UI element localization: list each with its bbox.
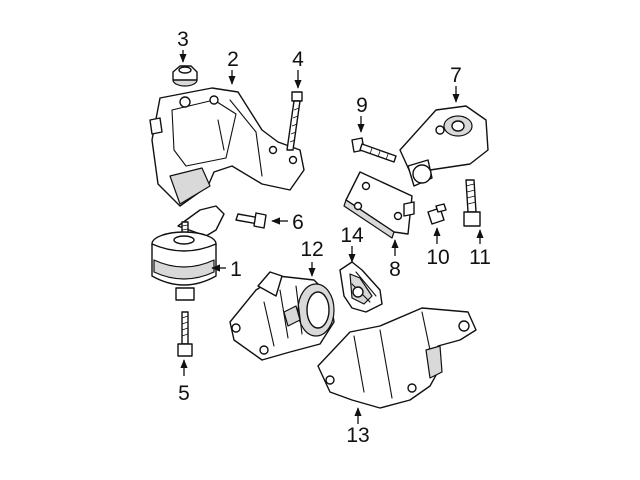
- callout-7: 7: [450, 64, 462, 87]
- part-8-plate[interactable]: [343, 171, 415, 239]
- part-10-bolt[interactable]: [427, 203, 447, 225]
- part-12-mount[interactable]: [229, 271, 335, 361]
- part-2-bracket[interactable]: [149, 87, 305, 207]
- callout-6: 6: [292, 211, 304, 234]
- callout-4: 4: [292, 48, 304, 71]
- part-5-bolt[interactable]: [177, 311, 193, 357]
- part-6-bolt[interactable]: [235, 212, 267, 229]
- callout-labels: 1 2 3 4 5 6 7 8 9 10 11 12 13 14: [177, 28, 491, 447]
- part-7-rear-mount[interactable]: [399, 105, 489, 187]
- callout-1: 1: [230, 258, 242, 281]
- part-4-bolt[interactable]: [286, 91, 303, 151]
- callout-8: 8: [389, 258, 401, 281]
- callout-5: 5: [178, 382, 190, 405]
- callout-11: 11: [469, 246, 491, 269]
- part-11-bolt[interactable]: [463, 179, 481, 227]
- part-13-bracket[interactable]: [317, 307, 477, 409]
- part-1-engine-mount[interactable]: [151, 205, 225, 301]
- callout-12: 12: [300, 238, 323, 261]
- callout-13: 13: [346, 424, 369, 447]
- part-3-nut[interactable]: [172, 65, 198, 87]
- part-14-shield[interactable]: [339, 261, 383, 313]
- part-9-bolt[interactable]: [351, 137, 397, 163]
- callout-2: 2: [227, 48, 239, 71]
- callout-leaders: [179, 50, 484, 424]
- callout-3: 3: [177, 28, 189, 51]
- callout-10: 10: [426, 246, 449, 269]
- callout-14: 14: [340, 224, 364, 247]
- callout-9: 9: [356, 94, 368, 117]
